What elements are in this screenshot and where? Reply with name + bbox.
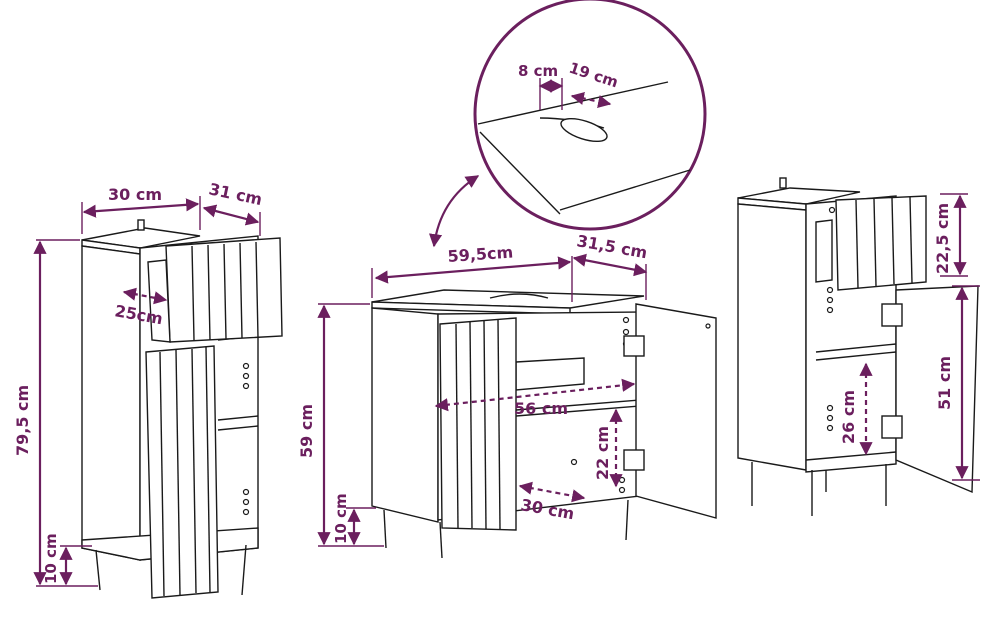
left-cabinet-legs [95, 544, 247, 596]
middle-inner-width-label: 56 cm [514, 399, 568, 418]
left-height-label: 79,5 cm [13, 385, 32, 456]
right-shelf-height-label: 26 cm [839, 390, 858, 444]
middle-cabinet-left-door [439, 317, 517, 531]
detail-cutout-width-label: 8 cm [518, 62, 558, 80]
middle-shelf-height-label: 22 cm [593, 426, 612, 480]
left-width-label: 30 cm [108, 185, 162, 204]
left-depth-label: 31 cm [207, 179, 264, 209]
right-cabinet [737, 177, 979, 516]
left-cabinet-side [81, 245, 141, 561]
middle-height-label: 59 cm [297, 404, 316, 458]
left-cabinet-drawer [147, 237, 283, 343]
right-cabinet-drawer [815, 195, 927, 291]
detail-magnifier [473, 0, 707, 231]
detail-pointer-arrow [428, 175, 480, 248]
middle-cabinet-right-door [623, 303, 717, 519]
right-cabinet-dimensions [859, 193, 980, 481]
middle-depth-label: 31,5 cm [575, 231, 648, 262]
left-cabinet-dimensions [33, 196, 261, 587]
middle-cabinet [371, 289, 717, 559]
right-door-height-label: 51 cm [935, 356, 954, 410]
left-cabinet [81, 219, 283, 599]
right-drawer-height-label: 22,5 cm [933, 203, 952, 274]
left-leg-height-label: 10 cm [42, 533, 60, 584]
middle-cabinet-dimensions [317, 253, 648, 547]
middle-leg-height-label: 10 cm [332, 493, 350, 544]
shelf-holes [242, 362, 250, 516]
left-cabinet-door [145, 345, 219, 599]
middle-width-label: 59,5cm [447, 242, 514, 266]
